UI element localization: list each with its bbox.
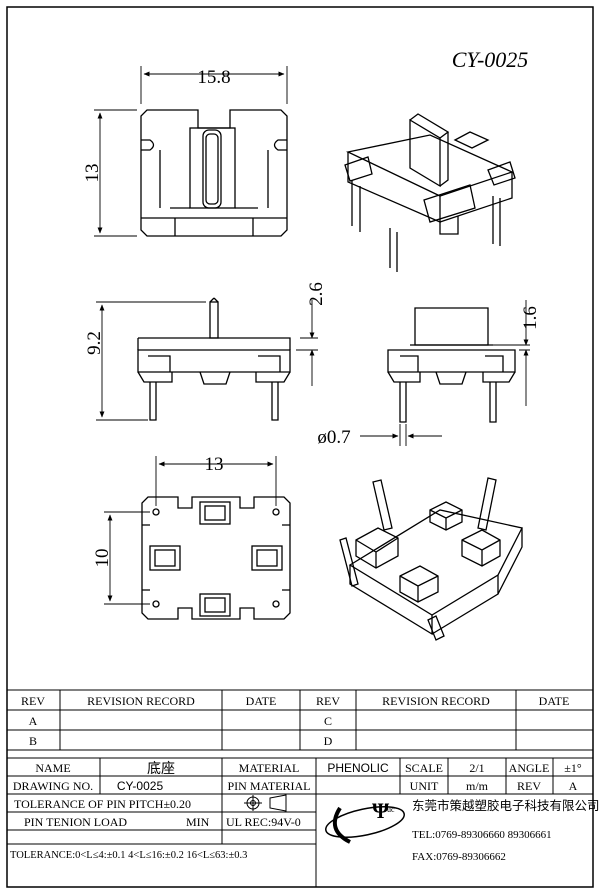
- dim-bottom-width: 13: [205, 454, 224, 475]
- date-header-2: DATE: [539, 694, 570, 708]
- unit-value: m/m: [466, 779, 489, 793]
- rev-header-2: REV: [316, 694, 340, 708]
- company-logo: Ψ uc: [325, 798, 405, 844]
- company-fax: FAX:0769-89306662: [412, 851, 506, 863]
- pin-material-label: PIN MATERIAL: [228, 779, 311, 793]
- tolerance-general: TOLERANCE:0<L≤4:±0.1 4<L≤16:±0.2 16<L≤63…: [10, 850, 247, 861]
- dim-front-height: 9.2: [84, 331, 105, 355]
- rev-c: C: [324, 714, 332, 728]
- material-label: MATERIAL: [239, 761, 300, 775]
- front-view: [137, 297, 291, 421]
- company-name: 东莞市策越塑胶电子科技有限公司: [412, 798, 600, 813]
- sheet-border: [6, 6, 594, 888]
- angle-label: ANGLE: [509, 761, 550, 775]
- date-header-1: DATE: [246, 694, 277, 708]
- scale-value: 2/1: [469, 761, 484, 775]
- angle-value: ±1°: [564, 761, 582, 775]
- ul-rec: UL REC:94V-0: [226, 815, 301, 829]
- drawing-no-label: DRAWING NO.: [13, 779, 93, 793]
- bottom-view: [141, 496, 291, 620]
- logo-psi: Ψ: [372, 798, 390, 823]
- rev-header-1: REV: [21, 694, 45, 708]
- name-label: NAME: [35, 761, 70, 775]
- dim-pin-extension: 2.6: [306, 282, 327, 306]
- scale-label: SCALE: [405, 761, 443, 775]
- rev-d: D: [324, 734, 333, 748]
- pin-tension-label: PIN TENION LOAD: [24, 815, 127, 829]
- top-view: [140, 109, 288, 237]
- tolerance-pitch: TOLERANCE OF PIN PITCH±0.20: [14, 797, 191, 811]
- rev-label: REV: [517, 779, 541, 793]
- rev-b: B: [29, 734, 37, 748]
- drawing-no-value: CY-0025: [117, 779, 164, 793]
- logo-sub: uc: [387, 805, 395, 814]
- revision-record-header-2: REVISION RECORD: [382, 694, 490, 708]
- name-value: 底座: [147, 761, 175, 777]
- pin-tension-unit: MIN: [186, 815, 210, 829]
- rev-value: A: [569, 779, 578, 793]
- dim-top-height: 13: [82, 164, 103, 183]
- title-block: [7, 757, 593, 887]
- dimension-lines: [94, 66, 530, 605]
- unit-label: UNIT: [410, 779, 439, 793]
- revision-table: [7, 689, 593, 751]
- material-value: PHENOLIC: [327, 761, 389, 775]
- company-tel: TEL:0769-89306660 89306661: [412, 829, 552, 841]
- iso-view-top: [344, 113, 516, 272]
- rev-a: A: [29, 714, 38, 728]
- dim-top-width: 15.8: [197, 67, 230, 88]
- part-number: CY-0025: [452, 47, 529, 72]
- side-view: [387, 307, 516, 423]
- revision-record-header-1: REVISION RECORD: [87, 694, 195, 708]
- projection-symbol-icon: [244, 794, 287, 812]
- iso-view-bottom: [339, 477, 523, 641]
- dim-pin-diameter: ø0.7: [317, 427, 350, 448]
- dim-bottom-height: 10: [92, 549, 113, 568]
- dim-side-height: 1.6: [520, 306, 541, 330]
